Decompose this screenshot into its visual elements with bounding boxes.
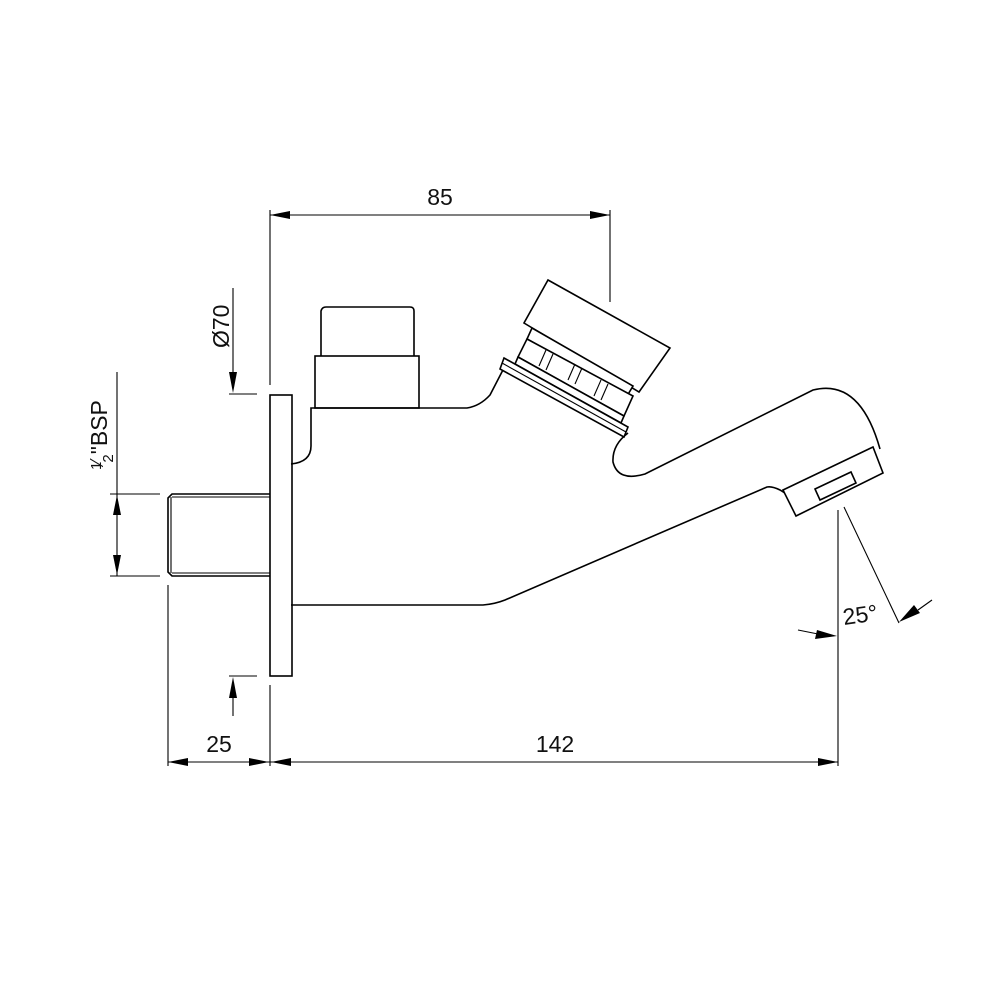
tap-body [290, 278, 885, 606]
thread-fraction-bar: ⁄ [87, 458, 107, 468]
angled-button [499, 278, 672, 439]
threaded-inlet [167, 493, 270, 577]
dimension-flange-diameter: Ø70 [208, 288, 257, 716]
wall-flange [269, 394, 293, 677]
thread-fraction-num: 1 [88, 462, 105, 470]
dimension-thread-label: 1⁄2"BSP [86, 400, 117, 470]
dimension-bottom: 25 142 [167, 510, 839, 766]
dimension-flange-diameter-label: Ø70 [208, 305, 234, 348]
dimension-thread: 1⁄2"BSP [86, 372, 160, 577]
dimension-angle-label: 25° [841, 599, 879, 630]
dimension-angle: 25° [797, 506, 933, 639]
thread-suffix: "BSP [86, 400, 112, 454]
button-cap-base [314, 355, 420, 409]
dimension-85: 85 [269, 184, 611, 385]
thread-fraction-den: 2 [100, 454, 117, 462]
aerator-outlet [813, 470, 858, 502]
dimension-142-label: 142 [536, 731, 574, 757]
button-cap-top [320, 306, 415, 356]
angled-button-cap [522, 278, 672, 394]
dimension-25-label: 25 [206, 731, 232, 757]
dimension-85-label: 85 [427, 184, 453, 210]
